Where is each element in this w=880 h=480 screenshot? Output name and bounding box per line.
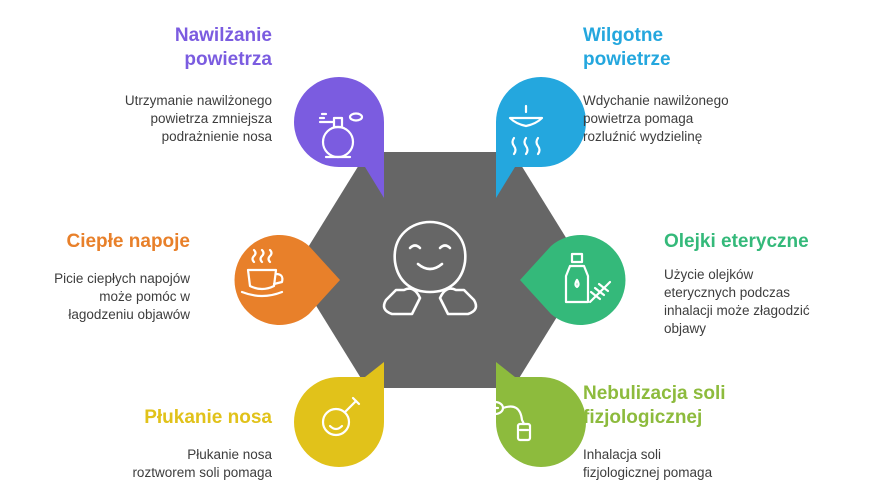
humidifier-title: Nawilżanie powietrza	[174, 25, 272, 70]
drinks-description: Picie ciepłych napojów może pomóc w łago…	[54, 271, 190, 322]
nebulizer-title: Nebulizacja soli fizjologicznej	[583, 383, 726, 428]
nebulizer-description: Inhalacja soli fizjologicznej pomaga	[583, 447, 713, 480]
humidifier-description: Utrzymanie nawilżonego powietrza zmniejs…	[124, 93, 272, 144]
steam-title: Wilgotne powietrze	[583, 25, 671, 70]
humidifier-petal	[294, 77, 384, 198]
oils-title: Olejki eteryczne	[664, 231, 809, 252]
hot-cup-icon	[240, 248, 284, 298]
perfume-atomizer-icon	[318, 112, 364, 159]
nasal-bulb-icon	[321, 396, 361, 437]
steam-description: Wdychanie nawilżonego powietrza pomaga r…	[583, 93, 729, 144]
rinse-petal	[294, 362, 384, 467]
oil-bottle-icon	[564, 252, 612, 304]
steam-hood-icon	[508, 104, 544, 156]
rinse-description: Płukanie nosa roztworem soli pomaga	[132, 447, 272, 480]
drinks-title: Ciepłe napoje	[66, 231, 190, 252]
nebulizer-icon	[485, 400, 532, 442]
rinse-title: Płukanie nosa	[144, 407, 272, 428]
oils-description: Użycie olejków eterycznych podczas inhal…	[664, 267, 810, 336]
oils-petal	[520, 235, 626, 325]
smiling-face-icon	[382, 220, 478, 316]
steam-petal	[496, 77, 586, 198]
center-hexagon	[294, 152, 586, 388]
nebulizer-petal	[496, 362, 586, 467]
